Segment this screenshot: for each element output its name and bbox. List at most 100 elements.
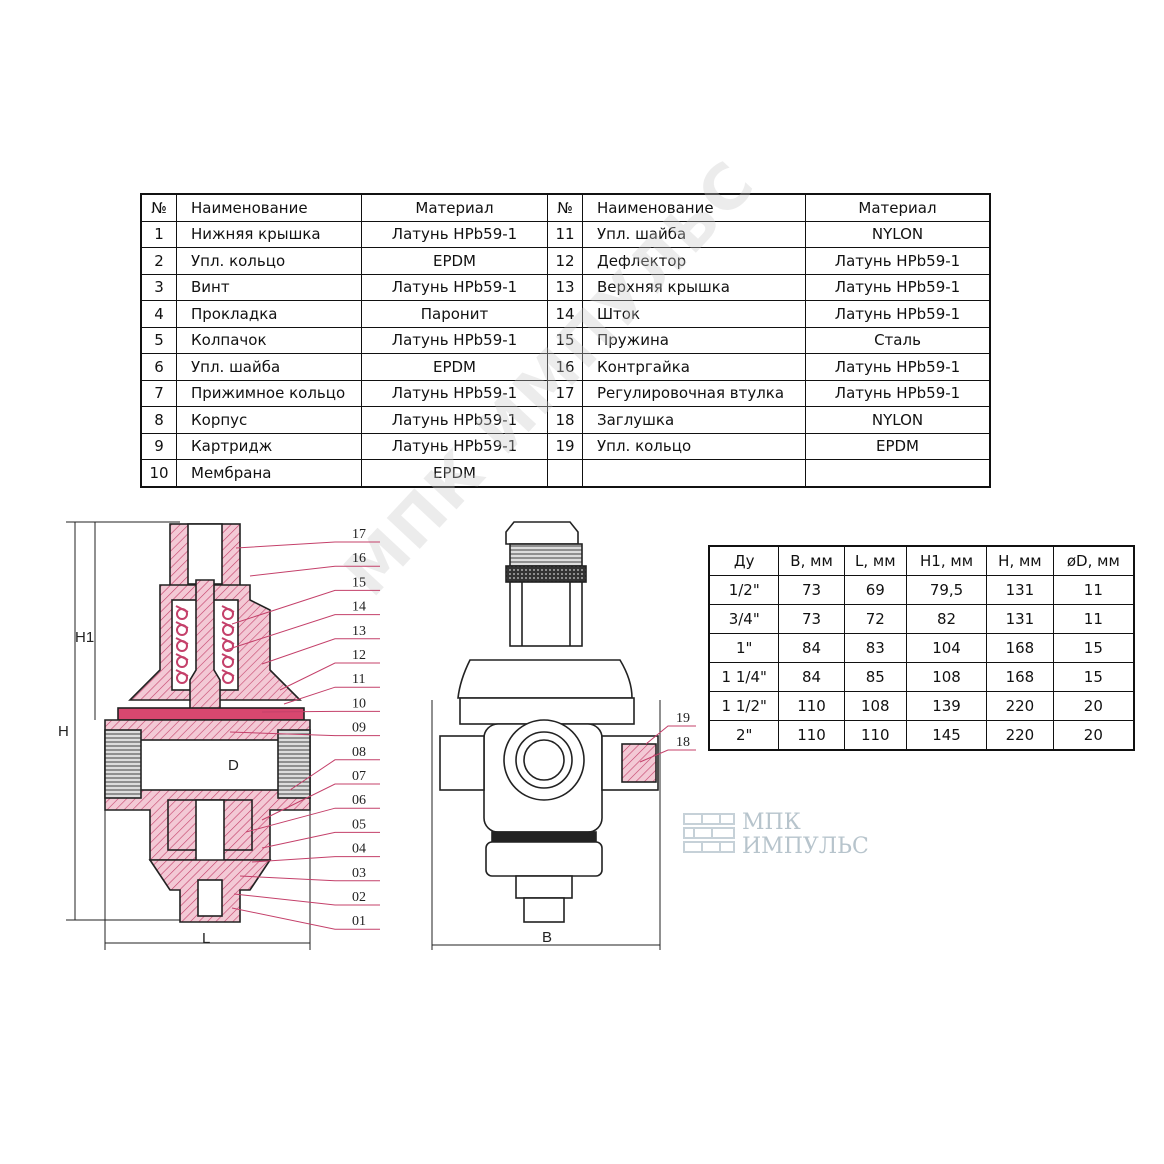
dims-cell: 84	[778, 662, 845, 692]
side-view-drawing	[431, 521, 661, 950]
part-name: Колпачок	[176, 326, 362, 354]
part-material: Латунь HPb59-1	[361, 273, 548, 301]
dims-cell: 110	[778, 720, 845, 751]
part-name: Упл. шайба	[176, 353, 362, 381]
callout-label: 01	[352, 914, 366, 929]
part-material: Латунь HPb59-1	[361, 406, 548, 434]
part-name: Прокладка	[176, 300, 362, 328]
part-number: 3	[140, 273, 177, 301]
dims-cell: 139	[905, 691, 988, 721]
logo-line-2: ИМПУЛЬС	[742, 834, 869, 859]
part-material: Латунь HPb59-1	[361, 326, 548, 354]
logo-bricks-icon	[683, 813, 735, 853]
dims-cell: 168	[986, 633, 1054, 663]
part-number: 14	[547, 300, 583, 328]
dims-cell: 1/2"	[708, 575, 780, 605]
part-material: Латунь HPb59-1	[805, 247, 991, 275]
part-number: 1	[140, 220, 177, 248]
callout-label: 11	[352, 672, 365, 687]
dims-cell: 11	[1052, 575, 1135, 605]
part-material: Латунь HPb59-1	[361, 379, 548, 407]
dims-cell: 131	[986, 575, 1054, 605]
dims-cell: 220	[986, 720, 1054, 751]
dims-cell: 11	[1052, 604, 1135, 634]
callout-label: 04	[352, 842, 366, 857]
callout-label: 19	[676, 711, 690, 726]
callout-leader	[279, 662, 380, 691]
part-name: Мембрана	[176, 459, 362, 487]
callout-leader	[261, 710, 380, 713]
callout-leader	[245, 807, 380, 833]
callout-leader	[639, 749, 696, 763]
dims-cell: 1 1/2"	[708, 691, 780, 721]
part-number: 12	[547, 247, 583, 275]
dims-header-cell: øD, мм	[1052, 545, 1135, 576]
callout-label: 02	[352, 890, 366, 905]
callout-leader	[261, 783, 380, 821]
part-number: 9	[140, 432, 177, 460]
dims-cell: 220	[986, 691, 1054, 721]
part-material: NYLON	[805, 406, 991, 434]
section-view-drawing: D	[66, 521, 311, 950]
dims-cell: 15	[1052, 633, 1135, 663]
dims-cell: 72	[843, 604, 907, 634]
part-number: 2	[140, 247, 177, 275]
dims-cell: 168	[986, 662, 1054, 692]
part-material: Латунь HPb59-1	[361, 432, 548, 460]
dims-cell: 2"	[708, 720, 780, 751]
part-name: Винт	[176, 273, 362, 301]
part-material: NYLON	[805, 220, 991, 248]
part-name: Упл. кольцо	[582, 432, 806, 460]
callout-leader	[233, 893, 380, 906]
part-number: 13	[547, 273, 583, 301]
dims-header-cell: L, мм	[843, 545, 907, 576]
part-number: 4	[140, 300, 177, 328]
part-material: Латунь HPb59-1	[805, 379, 991, 407]
dim-b-label: B	[542, 929, 552, 946]
dims-header-cell: H, мм	[986, 545, 1054, 576]
dim-h1-label: H1	[75, 629, 94, 646]
part-material: Латунь HPb59-1	[805, 300, 991, 328]
dims-cell: 85	[843, 662, 907, 692]
part-number: 10	[140, 459, 177, 487]
part-name: Регулировочная втулка	[582, 379, 806, 407]
part-name: Заглушка	[582, 406, 806, 434]
part-name: Картридж	[176, 432, 362, 460]
dims-cell: 104	[905, 633, 988, 663]
part-number: 15	[547, 326, 583, 354]
callout-label: 18	[676, 735, 690, 750]
callout-label: 13	[352, 624, 366, 639]
part-name: Упл. кольцо	[176, 247, 362, 275]
dims-cell: 3/4"	[708, 604, 780, 634]
part-material: Латунь HPb59-1	[805, 273, 991, 301]
callout-label: 06	[352, 793, 366, 808]
dims-cell: 110	[778, 691, 845, 721]
part-name: Нижняя крышка	[176, 220, 362, 248]
dims-cell: 108	[905, 662, 988, 692]
dims-cell: 110	[843, 720, 907, 751]
part-number	[547, 459, 583, 487]
callout-leader	[239, 875, 380, 882]
parts-table: № Наименование Материал № Наименование М…	[140, 193, 991, 488]
part-name: Верхняя крышка	[582, 273, 806, 301]
dims-cell: 82	[905, 604, 988, 634]
part-material: Латунь HPb59-1	[805, 353, 991, 381]
header-no: №	[140, 193, 177, 222]
callout-leader	[261, 831, 380, 849]
callout-leader	[283, 686, 380, 705]
part-name: Шток	[582, 300, 806, 328]
header-material: Материал	[361, 193, 548, 222]
dims-header-cell: Ду	[708, 545, 780, 576]
part-material	[805, 459, 991, 487]
header-material: Материал	[805, 193, 991, 222]
